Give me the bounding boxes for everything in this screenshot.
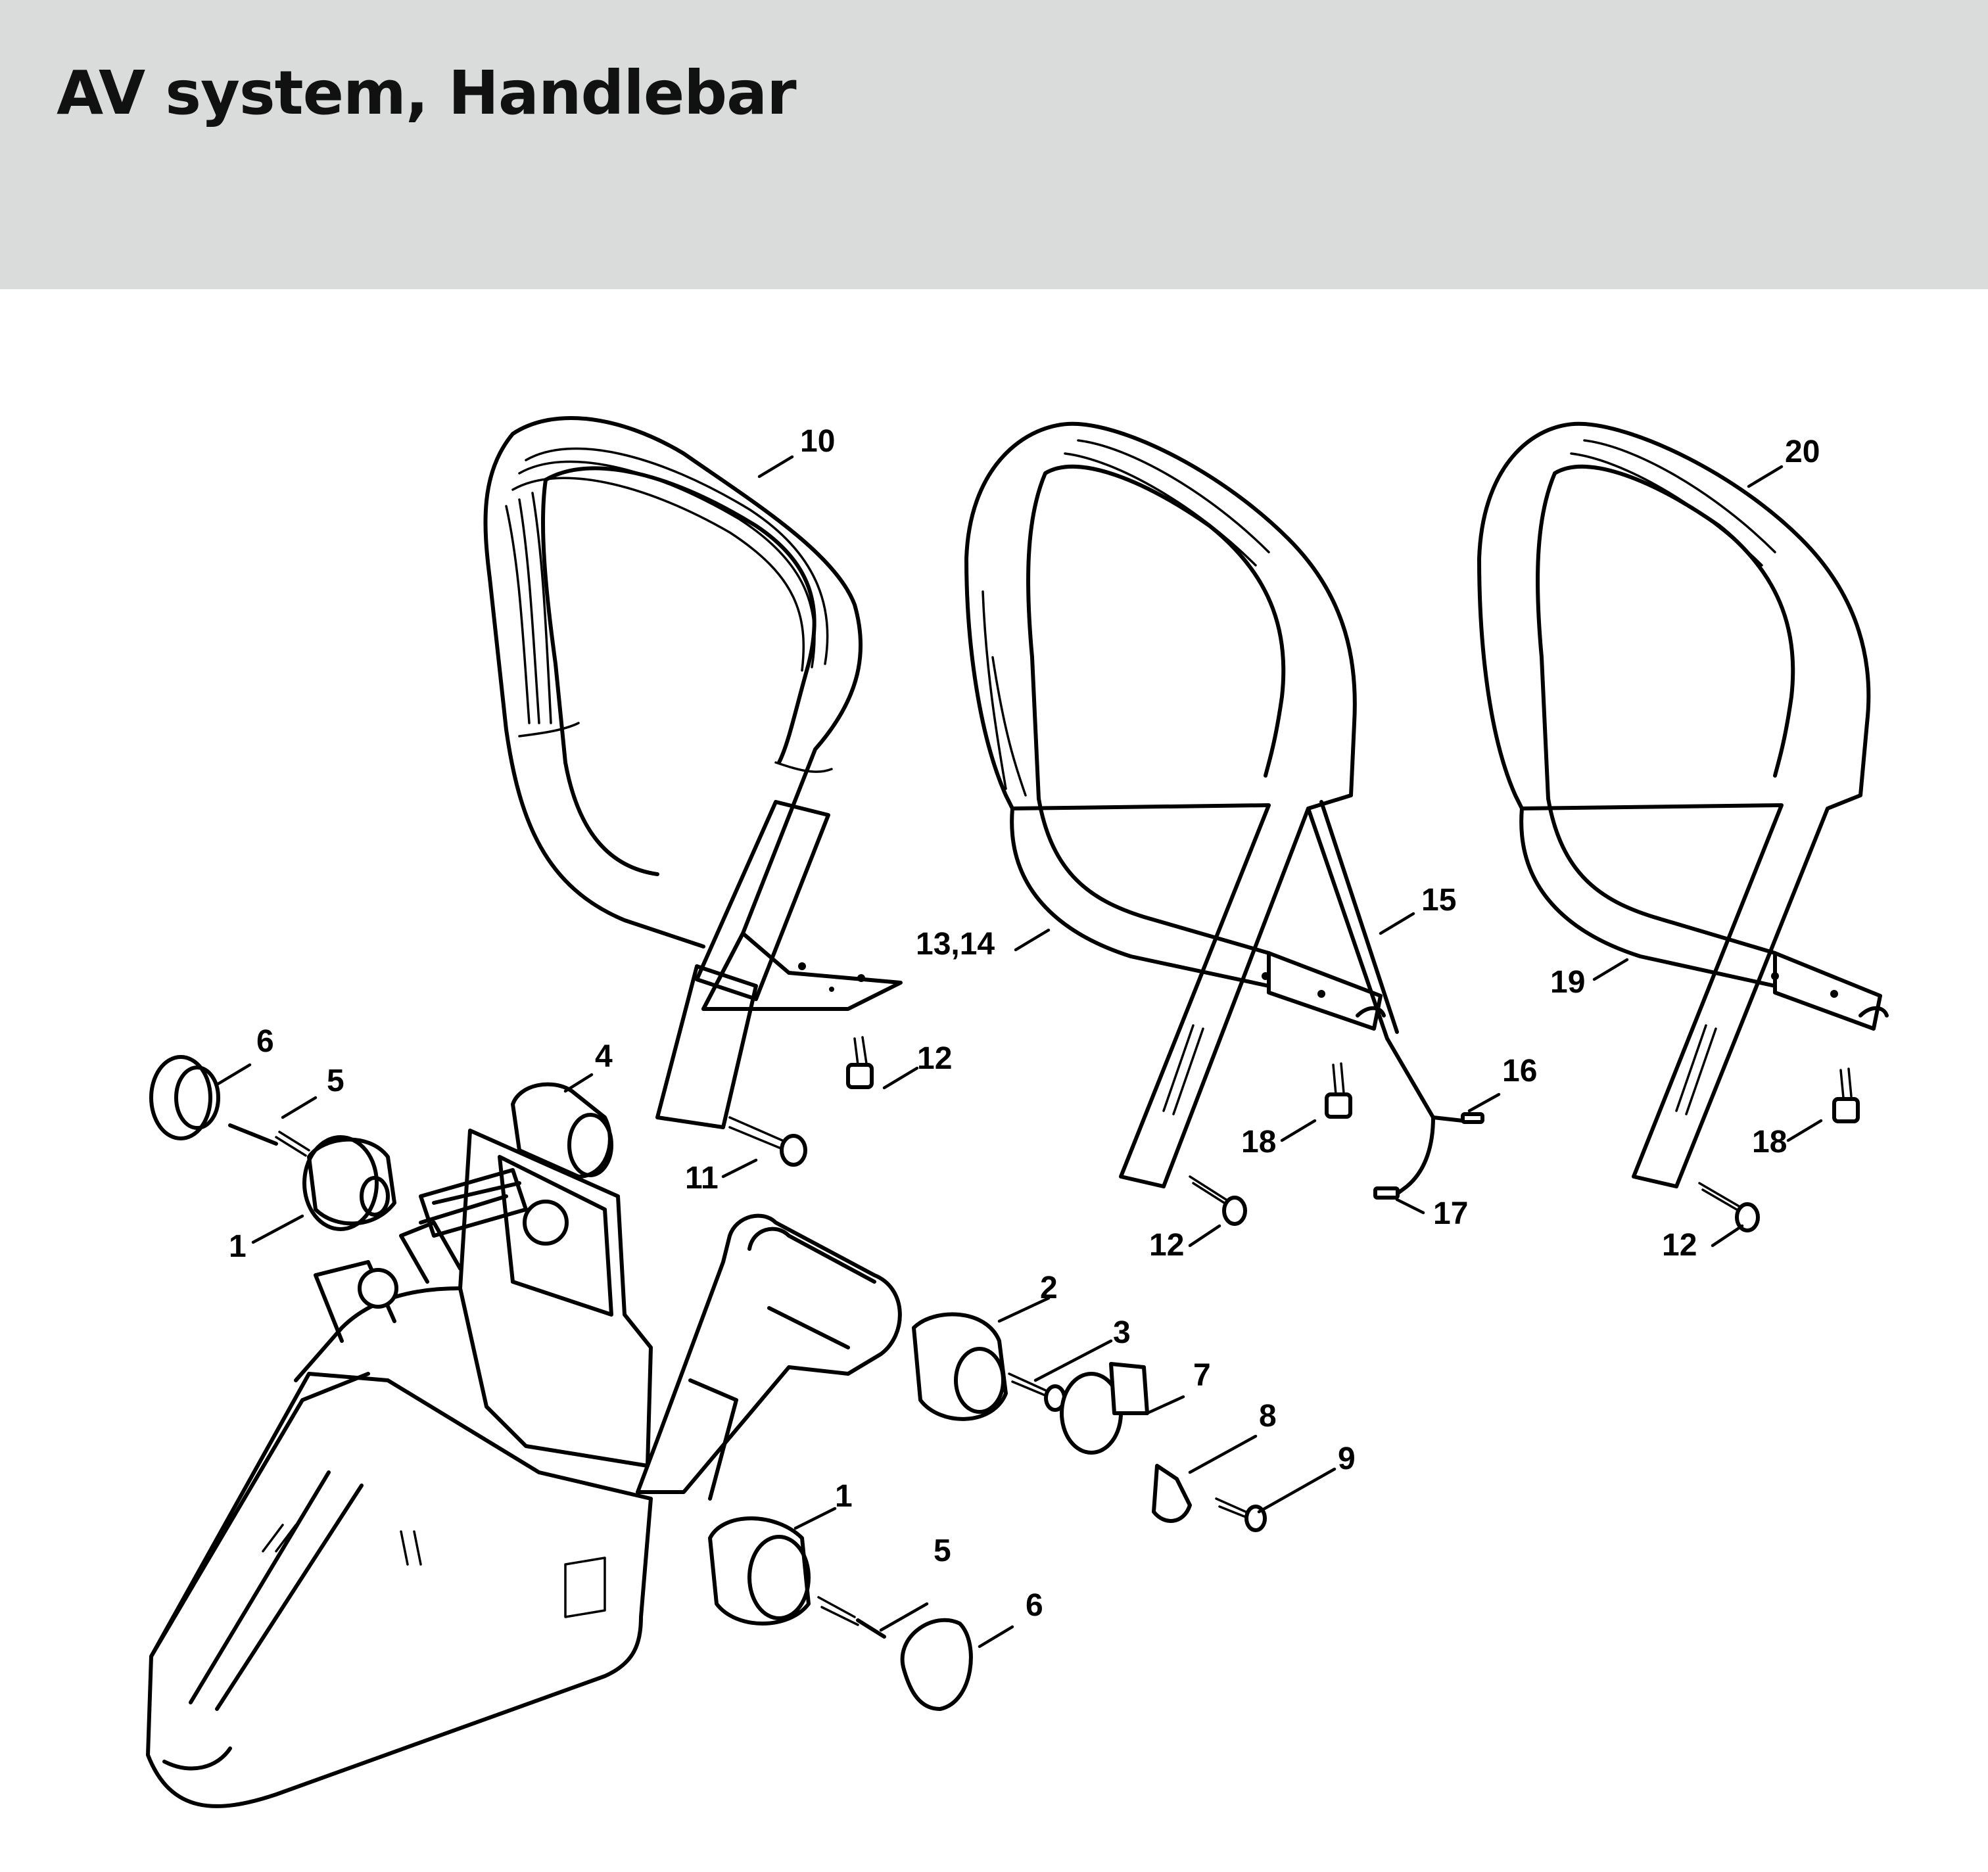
callout-12-center: 12 (1149, 1228, 1184, 1263)
screw-part-5-lower (817, 1596, 886, 1639)
handlebar-right-part-19-20 (1477, 421, 1889, 1188)
cable-terminal-part-16 (1431, 1112, 1484, 1124)
callout-11: 11 (685, 1161, 719, 1196)
cable-terminal-part-17 (1373, 1186, 1400, 1200)
rubber-buffer-part-1-upper (302, 1135, 396, 1231)
callout-6-upper: 6 (256, 1024, 274, 1059)
callout-12-right: 12 (1662, 1228, 1697, 1263)
av-mount-part-6-upper (149, 1055, 220, 1140)
handlebar-center-part-13-14 (964, 421, 1435, 1198)
rubber-buffer-part-1-lower (708, 1516, 811, 1626)
screw-part-3 (1008, 1372, 1066, 1412)
screw-part-12-right (1698, 1182, 1760, 1232)
chainsaw-housing (146, 1129, 902, 1808)
header-bar: AV system, Handlebar (0, 0, 1988, 289)
callout-7: 7 (1193, 1358, 1211, 1393)
screw-part-9 (1215, 1497, 1267, 1532)
bracket-part-7 (1060, 1362, 1149, 1455)
av-mount-part-6-lower (900, 1618, 973, 1711)
callout-9: 9 (1338, 1441, 1356, 1476)
callout-18-center: 18 (1241, 1125, 1276, 1159)
callout-15: 15 (1421, 883, 1456, 918)
handlebar-ribbed-part-10 (483, 416, 903, 1129)
callout-leaders (215, 455, 1823, 1649)
callout-3: 3 (1113, 1315, 1131, 1350)
callout-5-lower: 5 (934, 1533, 951, 1568)
callout-12-upper: 12 (917, 1041, 952, 1076)
callout-5-upper: 5 (327, 1064, 344, 1098)
callout-13-14: 13,14 (916, 927, 995, 962)
screw-part-11 (728, 1116, 807, 1167)
callout-1-upper: 1 (229, 1229, 247, 1264)
screw-part-18-center (1325, 1062, 1352, 1119)
callout-6-lower: 6 (1026, 1588, 1043, 1623)
callout-1-lower: 1 (835, 1479, 853, 1514)
screw-part-12-center (1189, 1175, 1247, 1226)
rubber-buffer-part-4 (511, 1082, 613, 1179)
callout-19: 19 (1550, 965, 1585, 1000)
rubber-buffer-part-2 (912, 1312, 1008, 1421)
callout-18-right: 18 (1752, 1125, 1787, 1159)
exploded-parts-diagram: 10 20 15 13,14 19 6 5 4 12 16 18 18 11 1… (146, 416, 1889, 1808)
callout-labels: 10 20 15 13,14 19 6 5 4 12 16 18 18 11 1… (229, 424, 1820, 1623)
screw-part-18-right (1832, 1067, 1860, 1123)
callout-16: 16 (1502, 1054, 1537, 1088)
screw-part-12-upper (846, 1036, 874, 1089)
screw-part-5-upper (228, 1123, 310, 1157)
page-title: AV system, Handlebar (57, 58, 797, 128)
callout-2: 2 (1040, 1271, 1058, 1305)
callout-8: 8 (1259, 1399, 1277, 1434)
callout-4: 4 (595, 1039, 613, 1074)
callout-17: 17 (1433, 1196, 1468, 1231)
callout-20: 20 (1785, 434, 1820, 469)
callout-10: 10 (800, 424, 835, 459)
clip-part-8 (1152, 1464, 1192, 1523)
